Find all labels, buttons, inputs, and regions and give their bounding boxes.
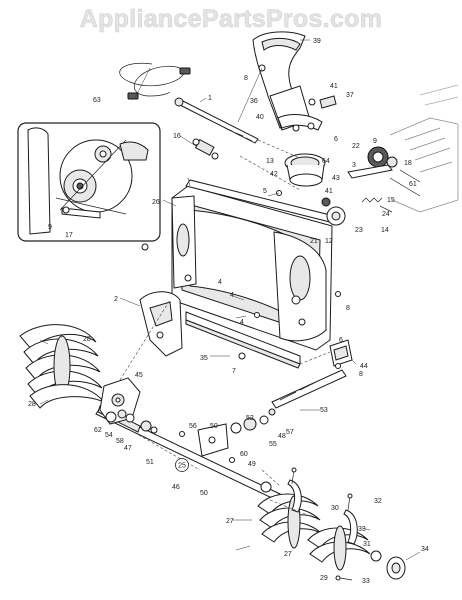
callout-33b: 33 [362,578,370,585]
callout-24: 24 [382,211,390,218]
callout-33a: 33 [358,526,366,533]
callout-52: 52 [246,415,254,422]
callout-14: 14 [381,227,389,234]
callout-8b: 8 [346,305,350,312]
callout-4c: 4 [240,319,244,326]
callout-50a: 50 [210,423,218,430]
callout-36: 36 [250,98,258,105]
callout-4a: 4 [230,292,234,299]
callout-48: 48 [278,433,286,440]
callout-7: 7 [232,368,236,375]
callout-23: 23 [355,227,363,234]
callout-49: 49 [248,461,256,468]
callout-42: 42 [270,171,278,178]
machine-frame-sketch [389,84,459,213]
callout-63: 63 [93,97,101,104]
callout-40: 40 [256,114,264,121]
callout-9a: 9 [373,138,377,145]
gear-cover-plate-part[interactable] [197,423,229,457]
callout-41b: 41 [325,188,333,195]
callout-28b: 28 [28,401,36,408]
callout-41a: 41 [330,83,338,90]
callout-60: 60 [240,451,248,458]
callout-18: 18 [404,160,412,167]
discharge-chute-part[interactable] [252,31,323,132]
impeller-bearing-part[interactable] [321,197,346,226]
callout-6b: 6 [339,337,343,344]
bearing-washer-set[interactable] [105,408,276,434]
callout-27b: 27 [284,551,292,558]
chute-base-ring-part[interactable] [284,153,326,187]
callout-9b: 9 [48,224,52,231]
callout-56: 56 [189,423,197,430]
callout-64: 64 [322,158,330,165]
callout-28a: 28 [83,336,91,343]
gear-assembly-part[interactable] [347,146,421,183]
side-plate-part[interactable] [139,291,183,357]
callout-34: 34 [421,546,429,553]
callout-8a: 8 [244,75,248,82]
impeller-shaft-part[interactable] [271,369,347,409]
auger-housing-part[interactable] [171,179,335,351]
callout-50b: 50 [200,490,208,497]
callout-62: 62 [94,427,102,434]
callout-47: 47 [124,445,132,452]
callout-15: 15 [387,197,395,204]
callout-4b: 4 [218,279,222,286]
skid-shoe-part[interactable] [329,339,353,367]
callout-5: 5 [263,188,267,195]
callout-2: 2 [114,296,118,303]
shaft-part[interactable] [174,97,259,144]
callout-54: 54 [105,432,113,439]
callout-labels: 1 2 3 4 4 4 5 6 6 7 8 8 8 9 9 12 13 14 1… [28,38,429,585]
callout-29: 29 [320,575,328,582]
callout-39: 39 [313,38,321,45]
callout-25-badge: 25 [175,458,189,472]
callout-53: 53 [320,407,328,414]
callout-8c: 8 [359,371,363,378]
callout-35: 35 [200,355,208,362]
bracket-part[interactable] [192,138,219,160]
callout-51: 51 [146,459,154,466]
callout-17: 17 [65,232,73,239]
left-auger-part[interactable] [19,324,105,409]
power-cord-part[interactable] [119,62,191,100]
end-cap-part[interactable] [370,550,406,580]
callout-37: 37 [346,92,354,99]
leader-lines [39,39,421,561]
callout-12: 12 [325,238,333,245]
callout-31: 31 [363,541,371,548]
callout-43: 43 [332,175,340,182]
callout-6a: 6 [334,136,338,143]
right-auger-part[interactable] [257,479,371,571]
spring-part[interactable] [361,177,421,213]
callout-44: 44 [360,363,368,370]
callout-55: 55 [269,441,277,448]
callout-25: 25 [178,463,186,470]
callout-16: 16 [173,133,181,140]
callout-27a: 27 [226,518,234,525]
callout-21: 21 [310,238,318,245]
callout-46: 46 [172,484,180,491]
callout-57: 57 [286,429,294,436]
callout-32: 32 [374,498,382,505]
callout-22: 22 [352,143,360,150]
callout-45: 45 [135,372,143,379]
callout-58: 58 [116,438,124,445]
inset-detail-view [17,122,161,242]
callout-30: 30 [331,505,339,512]
chute-handle-part[interactable] [308,95,337,109]
callout-13: 13 [266,158,274,165]
callout-61: 61 [409,181,417,188]
watermark-text: AppliancePartsPros.com [80,5,383,33]
callout-26: 26 [152,199,160,206]
bolt-set[interactable] [291,467,353,581]
callout-1: 1 [208,95,212,102]
callout-3: 3 [352,162,356,169]
